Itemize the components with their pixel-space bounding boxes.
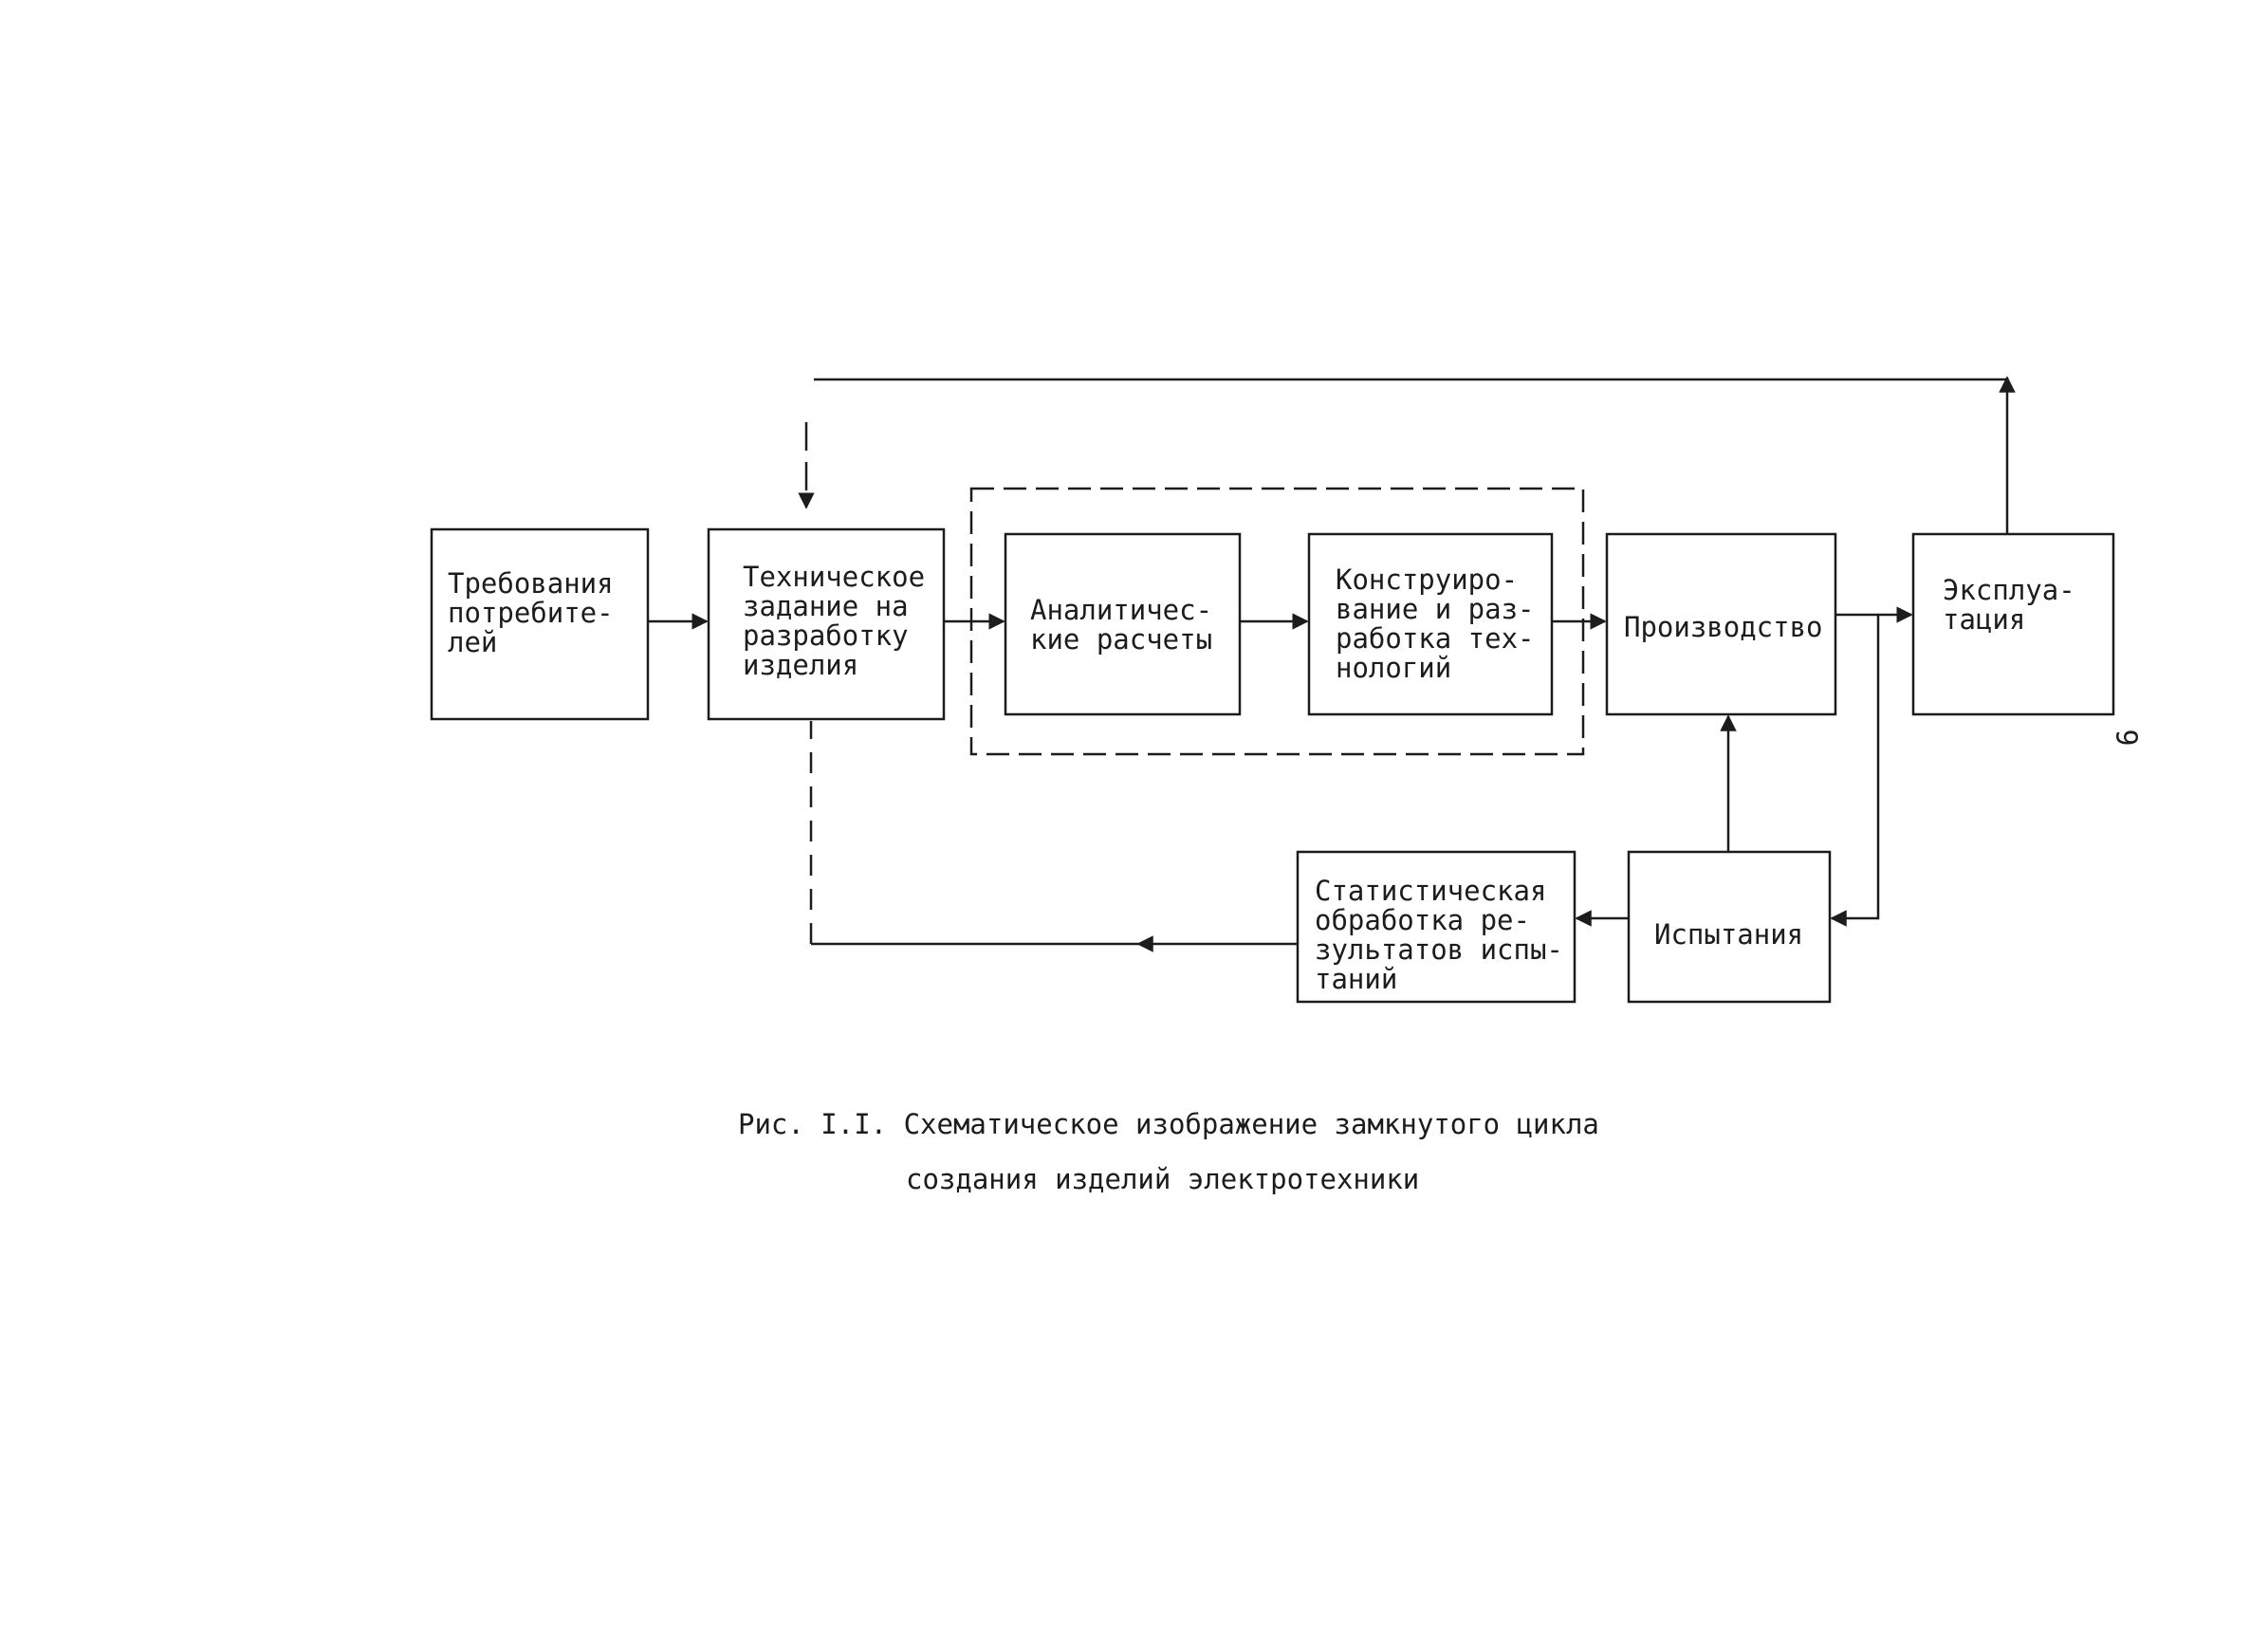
block-requirements: [430, 527, 650, 721]
figure-caption-line2: создания изделий электротехники: [906, 1163, 1420, 1195]
label-requirements: Требования потребите- лей: [448, 567, 614, 658]
block-analysis: [1004, 532, 1242, 716]
label-statistics: Статистическая обработка ре- зультатов и…: [1315, 875, 1563, 995]
figure-caption-line1: Рис. I.I. Схематическое изображение замк…: [738, 1108, 1599, 1140]
arrow-branch-to-testing: [1830, 615, 1880, 927]
block-spec: [707, 527, 946, 721]
page-number: 9: [2109, 729, 2143, 747]
label-spec: Техническое задание на разработку издели…: [743, 561, 926, 681]
label-analysis: Аналитичес- кие расчеты: [1030, 594, 1213, 656]
block-operation: [1911, 532, 2115, 716]
block-statistics: [1296, 850, 1577, 1004]
label-testing: Испытания: [1654, 918, 1804, 951]
label-design: Конструиро- вание и раз- работка тех- но…: [1336, 564, 1535, 684]
label-operation: Эксплуа- тация: [1943, 574, 2075, 636]
block-design: [1307, 532, 1554, 716]
block-production: [1605, 532, 1837, 716]
label-production: Производство: [1624, 611, 1823, 643]
